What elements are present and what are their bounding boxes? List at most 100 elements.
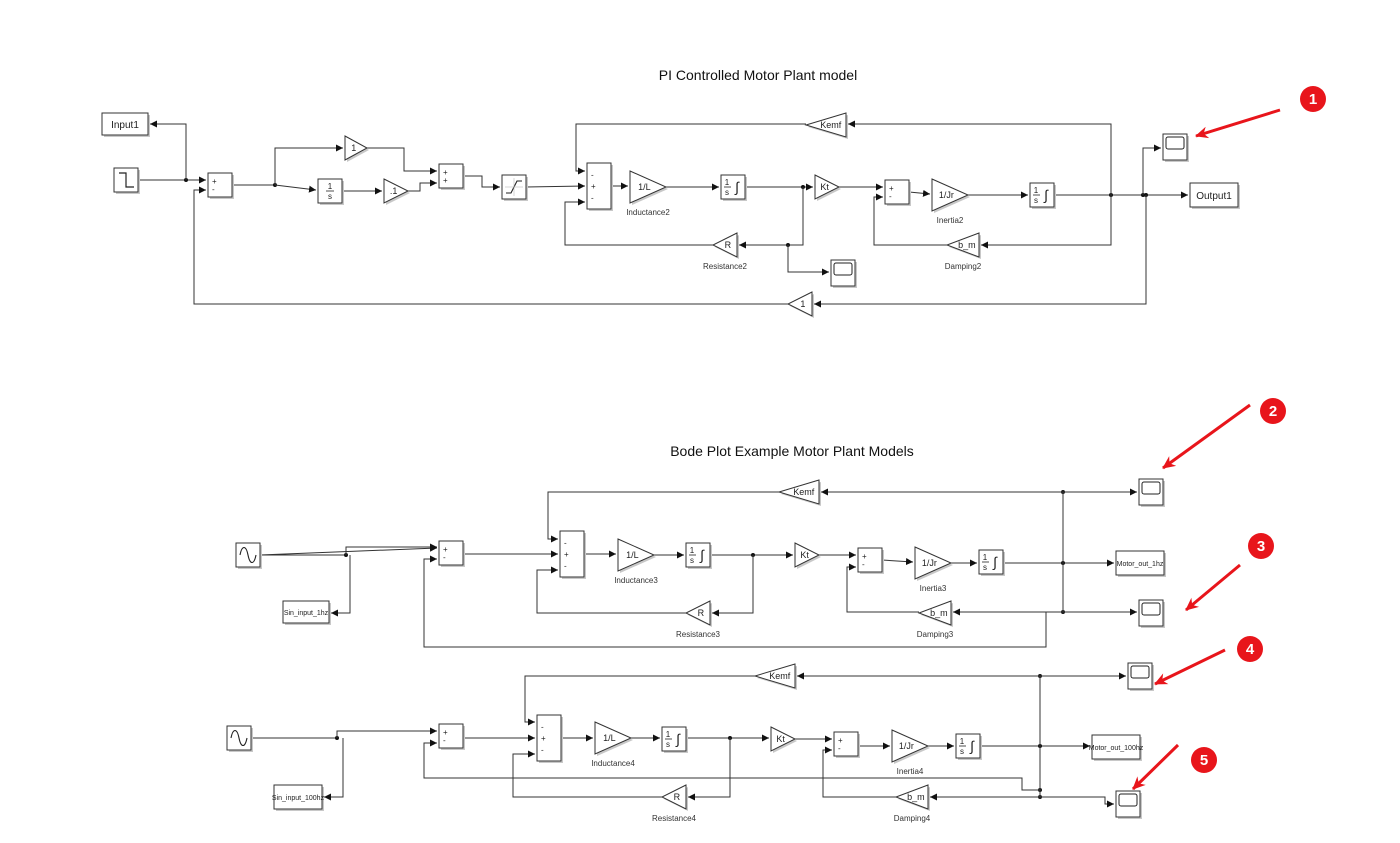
signal-line[interactable]	[512, 750, 662, 798]
signal-line[interactable]	[846, 563, 919, 613]
signal-line[interactable]	[423, 555, 1047, 648]
sine-source-100hz[interactable]	[226, 725, 253, 752]
signal-line[interactable]	[873, 193, 947, 246]
voltage-sum3[interactable]: -+-	[559, 530, 586, 579]
scope-pi-output[interactable]	[1162, 133, 1189, 162]
resistance3-label: Resistance3	[676, 630, 721, 639]
voltage-sum2[interactable]: -+-	[586, 162, 613, 211]
signal-line[interactable]	[881, 558, 914, 566]
speed-integrator3[interactable]: 1s∫	[978, 549, 1005, 576]
integrator-den: s	[960, 747, 964, 756]
proportional-gain[interactable]: 1	[344, 135, 369, 162]
signal-line[interactable]	[981, 195, 1112, 249]
integrator-pi[interactable]: 1s	[317, 178, 344, 205]
scope-1hz-bottom[interactable]	[1138, 599, 1165, 628]
signal-line[interactable]	[712, 555, 754, 617]
signal-line[interactable]	[259, 544, 438, 556]
signal-line[interactable]	[274, 144, 343, 185]
signal-line[interactable]	[814, 195, 1147, 308]
signal-line[interactable]	[688, 738, 731, 801]
signal-line[interactable]	[367, 147, 437, 175]
sum-sign: +	[564, 550, 569, 559]
signal-line[interactable]	[908, 189, 931, 197]
pi-sum[interactable]: ++	[438, 163, 465, 190]
output1-port[interactable]: Output1	[1189, 182, 1240, 209]
signal-line[interactable]	[536, 566, 686, 614]
scope-1hz-top[interactable]	[1138, 478, 1165, 507]
scope-current-pi[interactable]	[830, 259, 857, 288]
kt3[interactable]: Kt	[794, 542, 821, 569]
input-sum4[interactable]: +-	[438, 723, 465, 750]
signal-line[interactable]	[1142, 144, 1161, 195]
signal-line[interactable]	[150, 120, 187, 180]
motor-out-1hz-port[interactable]: Motor_out_1hz	[1115, 550, 1166, 577]
signal-line[interactable]	[336, 727, 437, 738]
voltage-sum4[interactable]: -+-	[536, 714, 563, 763]
speed-integrator2[interactable]: 1s∫	[1029, 182, 1056, 209]
annotation-number: 3	[1257, 538, 1265, 555]
step-source[interactable]	[113, 167, 140, 194]
signal-line[interactable]	[524, 675, 755, 726]
signal-line[interactable]	[274, 184, 317, 193]
inertia2-value: 1/Jr	[939, 190, 954, 200]
current-integrator3[interactable]: 1s∫	[685, 542, 712, 569]
kt4[interactable]: Kt	[770, 726, 797, 753]
torque-sum4[interactable]: +-	[833, 731, 860, 758]
sin-input-100hz-port[interactable]: Sin_input_100hz	[272, 784, 325, 811]
signal-line[interactable]	[408, 179, 437, 192]
error-sum[interactable]: +-	[207, 172, 234, 199]
resistance2-label: Resistance2	[703, 262, 748, 271]
integrator-den: s	[983, 563, 987, 572]
sin-input-1hz-port[interactable]: Sin_input_1hz	[282, 600, 331, 625]
tf-num: 1	[328, 182, 333, 191]
signal-line[interactable]	[575, 123, 806, 175]
torque-sum2[interactable]: +-	[884, 179, 911, 206]
kemf4[interactable]: Kemf	[753, 663, 797, 690]
kt2[interactable]: Kt	[814, 174, 841, 201]
input-sum3[interactable]: +-	[438, 540, 465, 567]
signal-line[interactable]	[345, 543, 437, 555]
saturation[interactable]	[501, 174, 528, 201]
input1-port[interactable]: Input1	[101, 112, 150, 137]
signal-line[interactable]	[848, 120, 1112, 195]
signal-line[interactable]	[525, 182, 586, 190]
speed-integrator4[interactable]: 1s∫	[955, 733, 982, 760]
scope-100hz-top[interactable]	[1127, 662, 1154, 691]
motor-out-100hz-port-label: Motor_out_100hz	[1089, 745, 1144, 752]
signal-line[interactable]	[1040, 796, 1114, 808]
feedback-gain[interactable]: 1	[786, 291, 814, 318]
kemf2[interactable]: Kemf	[804, 112, 848, 139]
signal-line[interactable]	[423, 739, 1040, 791]
signal-line[interactable]	[822, 746, 896, 798]
signal-line[interactable]	[331, 555, 351, 617]
signal-line[interactable]	[787, 245, 829, 276]
inertia2-label: Inertia2	[937, 216, 964, 225]
signal-line[interactable]	[193, 186, 788, 305]
torque-sum3[interactable]: +-	[857, 547, 884, 574]
current-integrator4[interactable]: 1s∫	[661, 726, 688, 753]
scope-100hz-bottom[interactable]	[1115, 790, 1142, 819]
signal-line[interactable]	[564, 198, 713, 246]
signal-line[interactable]	[463, 175, 500, 191]
integral-gain[interactable]: .1	[383, 178, 410, 205]
current-integrator2[interactable]: 1s∫	[720, 174, 747, 201]
kemf3[interactable]: Kemf	[777, 479, 821, 506]
signal-line[interactable]	[324, 738, 344, 801]
signal-line[interactable]	[547, 491, 779, 543]
motor-out-100hz-port[interactable]: Motor_out_100hz	[1089, 734, 1144, 761]
signal-line[interactable]	[739, 187, 804, 249]
sine-source-1hz[interactable]	[235, 542, 262, 569]
